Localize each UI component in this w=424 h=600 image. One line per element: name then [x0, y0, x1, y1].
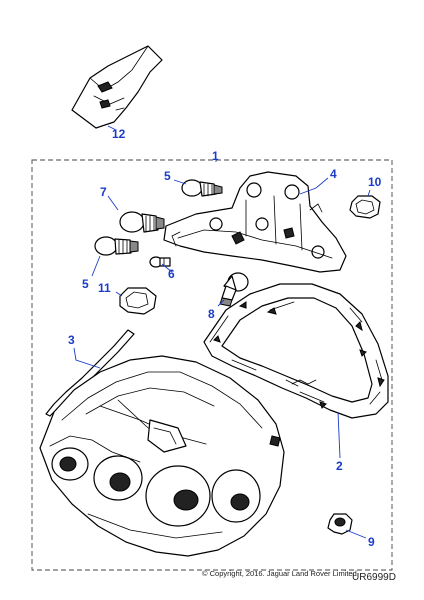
leader-2 — [337, 411, 341, 459]
leader-5-lower — [91, 255, 101, 277]
leader-12 — [107, 125, 117, 131]
part-12-trim-panel[interactable] — [71, 45, 163, 129]
leader-8 — [217, 299, 225, 307]
leader-5-upper — [173, 179, 187, 185]
footer: © Copyright, 2016. Jaguar Land Rover Lim… — [202, 569, 396, 583]
part-8-bulb[interactable] — [219, 272, 249, 307]
callout-2: 2 — [336, 459, 343, 473]
assembly-frame — [31, 159, 393, 571]
part-6-wedge-bulb[interactable] — [149, 256, 171, 268]
part-5-bulb-upper[interactable] — [181, 179, 223, 197]
leader-7 — [107, 195, 119, 211]
part-5-bulb-lower[interactable] — [94, 236, 139, 256]
tail-lamp-housing[interactable] — [39, 355, 285, 557]
part-10-grommet[interactable] — [349, 195, 381, 219]
callout-10: 10 — [368, 175, 382, 189]
part-11-grommet[interactable] — [119, 287, 157, 315]
callout-4: 4 — [330, 167, 337, 181]
leader-lines — [73, 125, 371, 539]
part-2-gasket[interactable] — [203, 283, 389, 419]
callout-labels: 12 1 4 10 5 7 6 5 11 8 3 2 9 — [68, 127, 382, 549]
leader-10 — [367, 189, 371, 197]
leader-4 — [299, 177, 329, 195]
leader-9 — [345, 529, 367, 539]
callout-12: 12 — [112, 127, 126, 141]
callout-5-lower: 5 — [82, 277, 89, 291]
diagram-reference: UR6999D — [352, 572, 396, 583]
part-4-bulb-holder[interactable] — [163, 171, 347, 273]
callout-9: 9 — [368, 535, 375, 549]
leader-11 — [115, 291, 123, 297]
copyright-text: © Copyright, 2016. Jaguar Land Rover Lim… — [202, 569, 359, 578]
callout-6: 6 — [168, 267, 175, 281]
part-7-bulb[interactable] — [119, 211, 165, 233]
callout-1: 1 — [212, 149, 219, 163]
part-3-seal-strip[interactable] — [45, 329, 135, 417]
callout-8: 8 — [208, 307, 215, 321]
callout-7: 7 — [100, 185, 107, 199]
callout-5-upper: 5 — [164, 169, 171, 183]
callout-3: 3 — [68, 333, 75, 347]
leader-3 — [73, 347, 101, 369]
leader-6 — [161, 263, 173, 273]
part-9-grommet[interactable] — [327, 513, 353, 535]
callout-11: 11 — [98, 281, 111, 295]
